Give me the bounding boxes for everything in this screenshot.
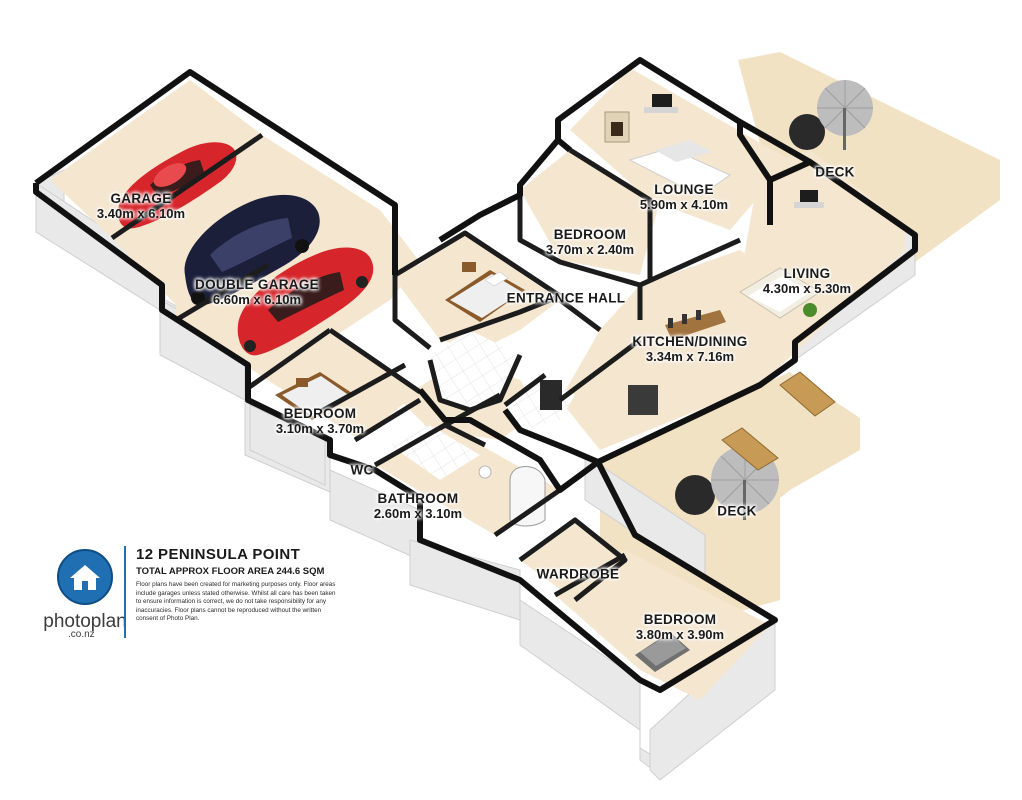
- bed-icon: [275, 372, 355, 420]
- deck-north: [738, 52, 1000, 262]
- room-label-wc: WC: [350, 462, 374, 478]
- double-bed-icon: [628, 140, 732, 197]
- room-label-lounge: LOUNGE 5.90m x 4.10m: [639, 182, 729, 212]
- floor-area: TOTAL APPROX FLOOR AREA 244.6 SQM: [136, 566, 325, 577]
- sofa-icon: [739, 267, 821, 319]
- red-car-icon: [237, 247, 374, 356]
- brand-logo: photoplan .co.nz: [40, 548, 130, 640]
- room-label-double-garage: DOUBLE GARAGE 6.60m x 6.10m: [195, 277, 319, 307]
- property-info: 12 PENINSULA POINT TOTAL APPROX FLOOR AR…: [124, 546, 342, 638]
- room-label-bathroom: BATHROOM 2.60m x 3.10m: [373, 491, 463, 521]
- room-label-garage: GARAGE 3.40m x 6.10m: [96, 191, 186, 221]
- room-label-kitchen-dining: KITCHEN/DINING 3.34m x 7.16m: [632, 334, 748, 364]
- tv-icon: [794, 190, 824, 208]
- brand-name: photoplan: [43, 611, 127, 632]
- room-label-wardrobe: WARDROBE: [536, 566, 620, 582]
- bed-icon: [445, 262, 525, 322]
- property-title: 12 PENINSULA POINT: [136, 546, 301, 563]
- floor-bedroom-2: [260, 330, 420, 440]
- dark-suv-icon: [184, 194, 320, 306]
- bed-icon: [635, 632, 690, 672]
- room-label-bedroom-2: BEDROOM 3.10m x 3.70m: [275, 406, 365, 436]
- red-car-icon: [118, 142, 237, 229]
- exterior-outline: [33, 57, 918, 693]
- floor-bedroom-1: [520, 150, 660, 275]
- disclaimer: Floor plans have been created for market…: [136, 581, 336, 623]
- room-label-living: LIVING 4.30m x 5.30m: [762, 266, 852, 296]
- house-icon: [57, 549, 113, 605]
- outdoor-table-umbrella-icon: [789, 80, 873, 150]
- room-label-bedroom-1: BEDROOM 3.70m x 2.40m: [545, 227, 635, 257]
- bench-icon: [721, 371, 836, 471]
- room-label-bedroom-3: BEDROOM 3.80m x 3.90m: [635, 612, 725, 642]
- room-label-deck-north: DECK: [815, 164, 855, 180]
- room-label-entrance-hall: ENTRANCE HALL: [506, 290, 626, 306]
- floors: [50, 68, 905, 700]
- kitchen-island-icon: [540, 380, 658, 415]
- room-label-deck-south: DECK: [717, 503, 757, 519]
- tv-icon: [644, 94, 678, 113]
- floor-bedroom-3: [555, 550, 770, 700]
- floor-garage: [50, 80, 262, 238]
- brand-domain: .co.nz: [68, 629, 95, 640]
- fireplace-icon: [604, 111, 630, 143]
- dining-table-icon: [665, 310, 726, 340]
